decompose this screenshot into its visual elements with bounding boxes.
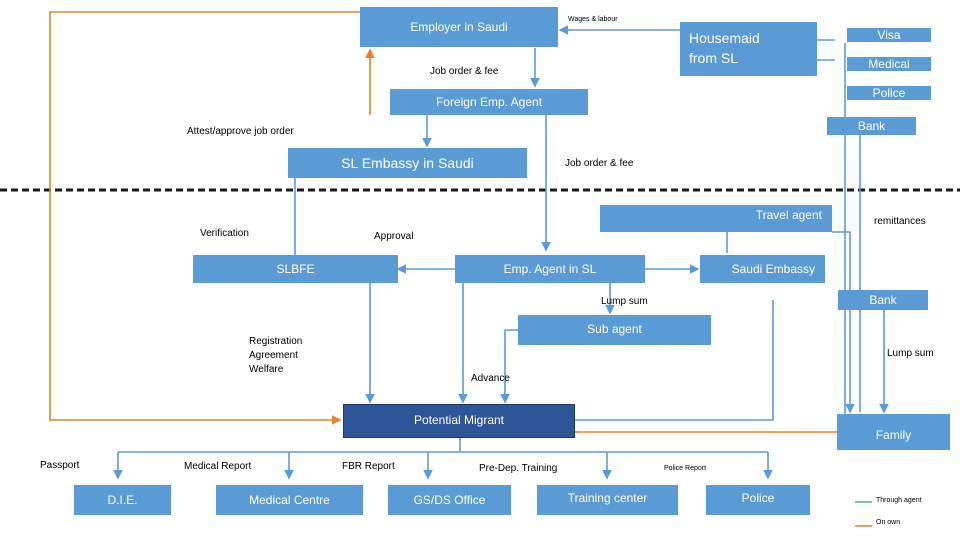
label-approval: Approval [374, 231, 414, 242]
label-job-order-2: Job order & fee [565, 158, 634, 169]
legend-through-agent: Through agent [876, 497, 922, 504]
label-registration: Registration Agreement Welfare [249, 335, 302, 377]
label-registration-line: Registration [249, 336, 303, 347]
node-bank-top: Bank [827, 117, 916, 135]
node-travel-agent: Travel agent [600, 205, 832, 232]
label-lump-sum-2: Lump sum [887, 348, 934, 359]
label-pre-dep: Pre-Dep. Training [479, 463, 558, 474]
node-training-center: Training center [537, 485, 678, 515]
label-job-order-1: Job order & fee [430, 66, 499, 77]
node-embassy: SL Embassy in Saudi [288, 148, 527, 178]
node-foreign-agent: Foreign Emp. Agent [390, 89, 588, 115]
label-remittances: remittances [874, 216, 926, 227]
node-police-bottom: Police [706, 485, 810, 515]
node-saudi-embassy: Saudi Embassy [700, 255, 825, 283]
label-medical-report: Medical Report [184, 461, 252, 472]
label-police-report: Police Report [664, 465, 707, 472]
label-wages: Wages & labour [568, 16, 618, 23]
label-advance: Advance [471, 373, 510, 384]
label-passport: Passport [40, 460, 80, 471]
label-verification: Verification [200, 228, 249, 239]
node-gs-ds: GS/DS Office [388, 485, 511, 515]
node-housemaid: Housemaid from SL [680, 22, 817, 76]
node-emp-agent: Emp. Agent in SL [455, 255, 645, 283]
node-slbfe: SLBFE [193, 255, 398, 283]
node-employer: Employer in Saudi [360, 7, 558, 47]
node-visa: Visa [847, 28, 931, 42]
label-welfare-line: Welfare [249, 364, 284, 375]
label-attest: Attest/approve job order [187, 126, 294, 137]
node-die: D.I.E. [74, 485, 171, 515]
legend-on-own: On own [876, 519, 901, 526]
node-potential-migrant: Potential Migrant [343, 404, 575, 438]
label-fbr-report: FBR Report [342, 461, 395, 472]
label-lump-sum-1: Lump sum [601, 296, 648, 307]
node-sub-agent: Sub agent [518, 315, 711, 345]
node-family: Family [837, 414, 950, 450]
node-medical-centre: Medical Centre [216, 485, 363, 515]
label-agreement-line: Agreement [249, 350, 298, 361]
node-medical: Medical [847, 57, 931, 71]
node-housemaid-label: Housemaid from SL [689, 30, 760, 66]
node-police-top: Police [847, 86, 931, 100]
node-bank-mid: Bank [838, 290, 928, 310]
